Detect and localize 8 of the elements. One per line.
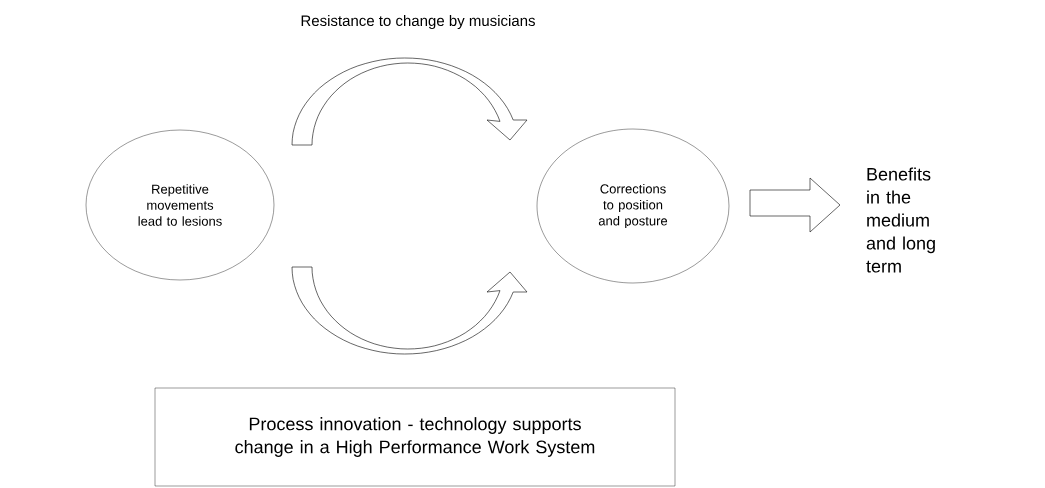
- block-arrow: [291, 57, 528, 146]
- outcome-text: Benefits in the medium and long term: [866, 167, 935, 273]
- ellipse-node: Repetitive movements lead to lesions: [85, 129, 275, 281]
- heading-text: Resistance to change by musicians: [301, 15, 535, 29]
- block-arrow: [291, 266, 528, 355]
- ellipse-node: Corrections to position and posture: [536, 128, 730, 284]
- block-arrow: [749, 177, 841, 233]
- text-box: Process innovation - technology supports change in a High Performance Work System: [154, 387, 676, 487]
